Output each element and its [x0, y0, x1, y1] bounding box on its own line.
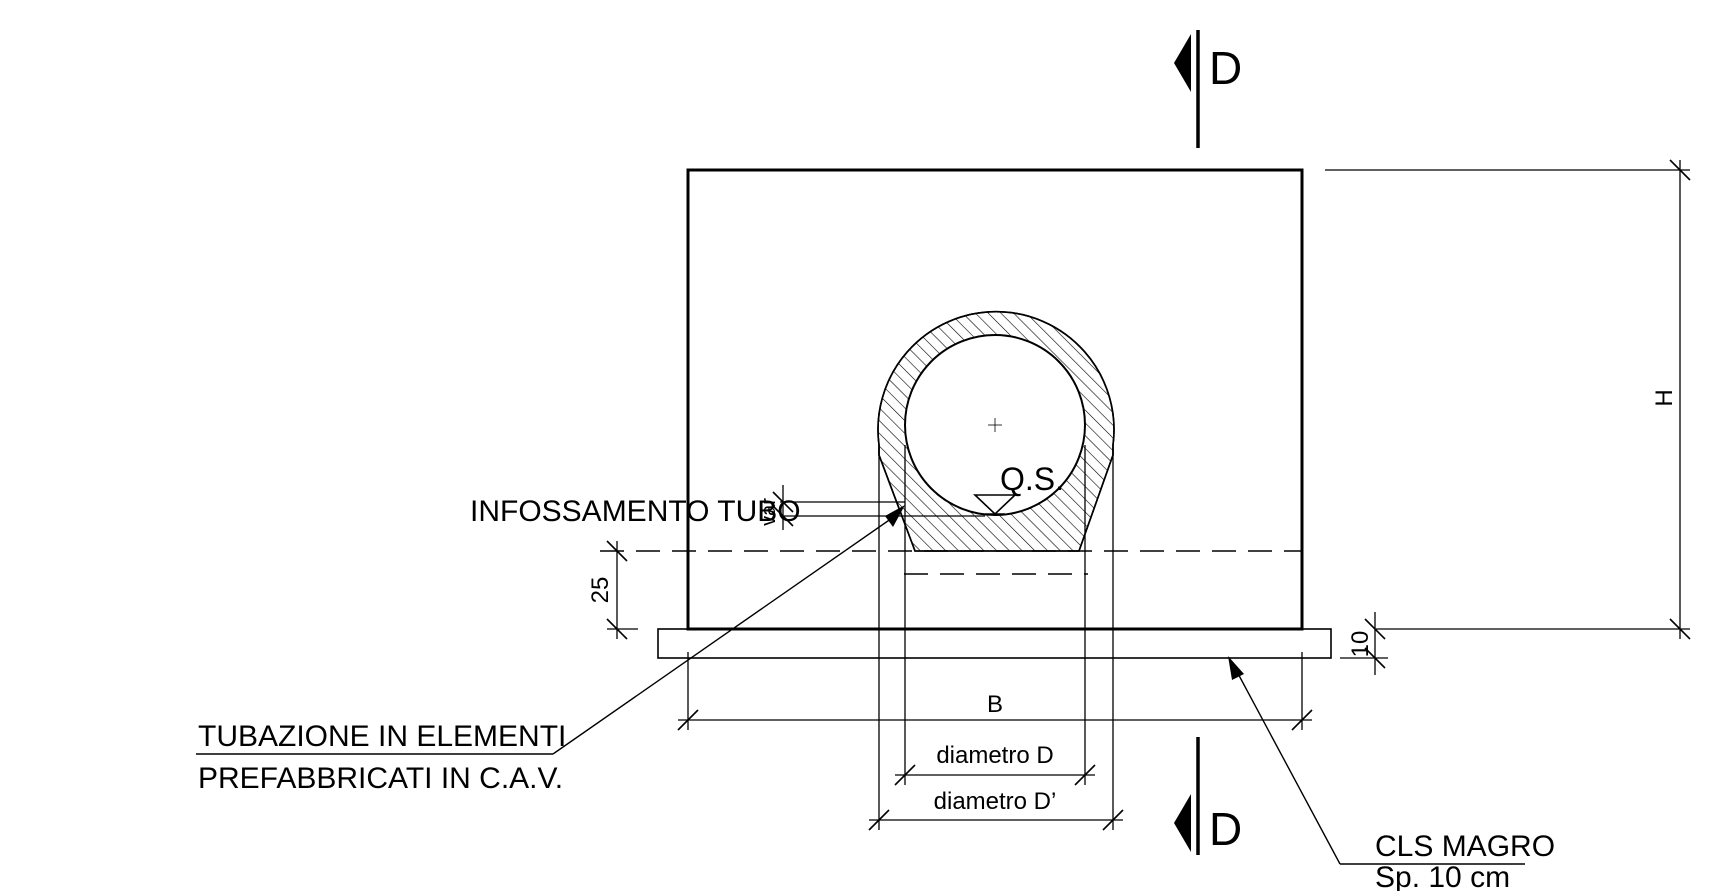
leader-lean-concrete: CLS MAGRO Sp. 10 cm: [1228, 656, 1555, 891]
dimension-height: H: [1325, 159, 1691, 640]
dimension-slab-thickness: 10: [1340, 612, 1388, 675]
pipe-embed-label: INFOSSAMENTO TUBO: [470, 495, 801, 528]
pipe-callout-line2: PREFABBRICATI IN C.A.V.: [198, 762, 563, 795]
dimension-base-width: B: [677, 652, 1313, 731]
var-label: var: [758, 498, 780, 526]
section-letter-bottom: D: [1209, 803, 1242, 855]
pipe-callout-line1: TUBAZIONE IN ELEMENTI: [198, 720, 566, 753]
dimension-25: 25: [587, 540, 638, 640]
diameter-d-prime-label: diametro D’: [934, 788, 1057, 815]
base-width-label: B: [987, 691, 1003, 718]
concrete-callout-line1: CLS MAGRO: [1375, 830, 1555, 863]
dim-25-label: 25: [587, 577, 614, 604]
section-marker-top: D: [1174, 30, 1242, 148]
concrete-callout-line2: Sp. 10 cm: [1375, 861, 1510, 891]
dimension-diameter-d-prime: diametro D’: [868, 448, 1124, 831]
diameter-d-label: diametro D: [936, 742, 1053, 769]
leader-pipe: TUBAZIONE IN ELEMENTI PREFABBRICATI IN C…: [196, 505, 905, 795]
dimension-pipe-embed: var INFOSSAMENTO TUBO: [470, 485, 985, 530]
section-marker-bottom: D: [1174, 737, 1242, 855]
water-level-label: Q.S.: [1000, 461, 1064, 497]
water-level-symbol: [972, 494, 1018, 516]
lean-concrete-slab: [657, 628, 1332, 659]
section-letter-top: D: [1209, 42, 1242, 94]
height-label: H: [1651, 389, 1678, 406]
pipe-assembly: Q.S.: [877, 310, 1115, 552]
slab-thickness-label: 10: [1347, 631, 1374, 658]
